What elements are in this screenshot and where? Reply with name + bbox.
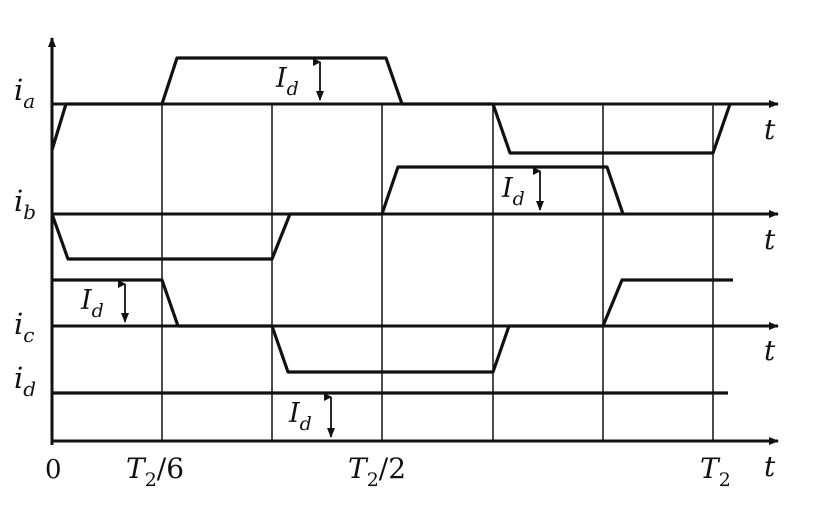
axis-label-t-ic: t (764, 334, 776, 367)
axis-label-t-ia: t (764, 113, 776, 146)
tick-label-t2-2: T2/2 (348, 452, 406, 491)
time-gridlines (161, 104, 714, 441)
axis-label-t-time: t (764, 450, 776, 483)
tick-label-zero: 0 (45, 455, 62, 485)
tick-label-t2-6: T2/6 (126, 452, 184, 491)
axis-label-t-ib: t (764, 223, 776, 256)
amplitude-label-ib: Id (501, 173, 525, 210)
waveform-ib (50, 165, 625, 261)
waveform-ic (52, 278, 733, 374)
signal-label-ia: ia (14, 73, 35, 113)
amplitude-label-id: Id (288, 398, 312, 435)
waveform-ia (50, 56, 732, 155)
signal-label-id: id (14, 361, 36, 401)
signal-label-ib: ib (14, 184, 36, 224)
tick-label-t2: T2 (700, 452, 731, 491)
amplitude-label-ia: Id (275, 63, 299, 100)
amplitude-label-ic: Id (80, 285, 104, 322)
signal-label-ic: ic (14, 307, 34, 347)
